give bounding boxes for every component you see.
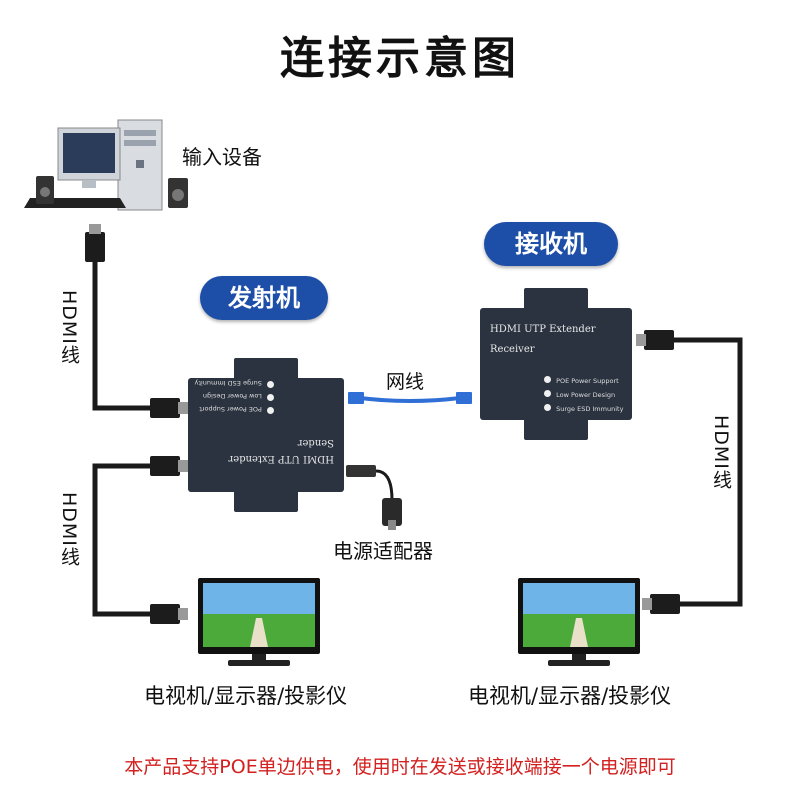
receiver-device: HDMI UTP Extender Receiver POE Power Sup… [480,288,632,440]
sender-device: HDMI UTP Extender Sender POE Power Suppo… [188,358,344,512]
page-title: 连接示意图 [280,33,520,84]
receiver-mount-ear-top [524,288,588,310]
sender-role-text: Sender [297,437,334,448]
hdmi-cable-output-right [636,330,743,614]
receiver-feature-1: POE Power Support [544,368,619,387]
sender-feature-3: Surge ESD Immunity [195,377,274,396]
ethernet-cable [348,392,472,404]
receiver-feature-3: Surge ESD Immunity [544,396,623,415]
sender-badge: 发射机 [200,276,328,320]
display-label-right: 电视机/显示器/投影仪 [468,684,672,708]
receiver-product-text: HDMI UTP Extender [490,324,596,335]
receiver-role-text: Receiver [490,344,535,355]
computer-icon [24,119,188,211]
receiver-badge: 接收机 [484,222,618,266]
power-adapter-label: 电源适配器 [333,539,433,563]
display-label-left: 电视机/显示器/投影仪 [144,684,348,708]
sender-product-text: HDMI UTP Extender [228,453,334,464]
hdmi-cable-input [85,224,188,418]
display-right-icon [518,578,640,666]
receiver-feature-2: Low Power Design [544,382,615,401]
sender-mount-ear-top [234,358,298,380]
hdmi-label-output-right: HDMI线 [710,415,732,490]
power-adapter-icon [346,465,402,530]
sender-mount-ear-bottom [234,490,298,512]
hdmi-cable-output-left [92,456,188,624]
input-device-label: 输入设备 [182,145,262,169]
footer-note: 本产品支持POE单边供电，使用时在发送或接收端接一个电源即可 [124,756,676,778]
network-cable-label: 网线 [386,371,425,393]
receiver-mount-ear-bottom [524,418,588,440]
hdmi-label-output-left: HDMI线 [58,492,80,567]
hdmi-label-input: HDMI线 [58,290,80,365]
display-left-icon [198,578,320,666]
